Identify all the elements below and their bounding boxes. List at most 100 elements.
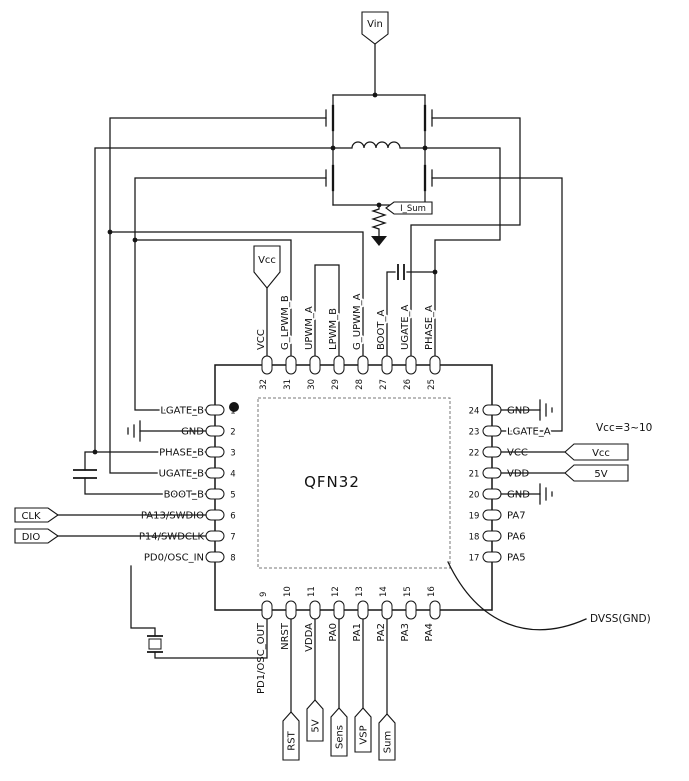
wire <box>84 451 207 471</box>
junction-dot <box>372 92 378 98</box>
pin-number: 14 <box>379 586 389 597</box>
5v-bottom-flag-label: 5V <box>311 719 322 732</box>
pin-label: PA6 <box>507 532 526 543</box>
pin-stub <box>482 425 502 437</box>
pin-stub <box>261 600 273 620</box>
pin-label: PHASE_B <box>159 448 204 459</box>
pin-label: UGATE_B <box>159 469 205 480</box>
rst-flag <box>282 711 300 761</box>
pin-number: 7 <box>230 533 235 543</box>
mosfet-low-side-b <box>325 129 335 206</box>
pin-label: PHASE_A <box>424 305 435 350</box>
bootstrap-cap-b <box>73 469 97 479</box>
pin-stub <box>205 530 225 542</box>
vin-flag <box>361 11 389 45</box>
pin-number: 11 <box>307 586 317 597</box>
vcc-flag <box>253 245 281 289</box>
5v-right-flag <box>564 464 629 482</box>
pin-number: 20 <box>469 491 480 501</box>
pin-number: 28 <box>355 379 365 390</box>
pin-label: GND <box>507 490 530 501</box>
pin-stub <box>205 488 225 500</box>
pin-number: 21 <box>469 470 480 480</box>
pin-labels: VCC G_LPWM_B UPWM_A LPWM_B G_UPWM_A BOOT… <box>137 292 552 696</box>
isum-flag <box>385 201 433 215</box>
pin-stub <box>482 488 502 500</box>
oscillator <box>130 565 268 659</box>
pin-stub <box>205 425 225 437</box>
pin-stub <box>309 600 321 620</box>
vcc-right-flag <box>564 443 629 461</box>
sens-flag <box>330 707 348 757</box>
mosfet-high-side-a <box>423 94 433 132</box>
wire <box>134 177 327 411</box>
wire <box>134 239 292 357</box>
bottom-flags: RST 5V Sens VSP Sum <box>282 618 396 761</box>
inductor <box>332 141 426 149</box>
pin-number: 17 <box>469 554 480 564</box>
phase-a-wiring <box>386 117 563 432</box>
pin-number: 19 <box>469 512 480 522</box>
pin-stub <box>429 600 441 620</box>
pin-number: 3 <box>230 449 235 459</box>
pin-stub <box>205 446 225 458</box>
pin-label: LGATE_A <box>507 427 551 438</box>
right-connectors: Vcc 5V Vcc=3~10 <box>500 399 652 505</box>
pin-number: 9 <box>259 592 269 597</box>
pin-label: PA7 <box>507 511 526 522</box>
pin-stub <box>482 509 502 521</box>
pin-stub <box>429 355 441 375</box>
pin-label: PD0/OSC_IN <box>144 553 204 564</box>
5v-bottom-flag <box>306 699 324 742</box>
junction-dot <box>432 269 438 275</box>
pin-number: 16 <box>427 586 437 597</box>
vcc-right-flag-label: Vcc <box>592 448 610 459</box>
pin-stub <box>381 355 393 375</box>
ground-symbol <box>539 399 553 421</box>
chip-inner-pad <box>257 397 451 569</box>
junction-dot <box>132 237 138 243</box>
pin-stub <box>205 404 225 416</box>
pin-stub <box>482 530 502 542</box>
wire <box>84 477 207 495</box>
pin-label: NRST <box>280 622 291 650</box>
pin-number: 4 <box>230 470 235 480</box>
pin-number: 12 <box>331 586 341 597</box>
dio-tag-label: DIO <box>22 532 41 543</box>
pin-label: LGATE_B <box>160 406 204 417</box>
isum-flag-label: I_Sum <box>400 204 426 214</box>
wire <box>109 117 327 474</box>
pin-label: VDDA <box>304 623 315 652</box>
chip-body <box>214 364 493 611</box>
pin-number: 30 <box>307 379 317 390</box>
pin-label: UGATE_A <box>400 304 411 350</box>
chip-name: QFN32 <box>304 473 360 491</box>
mosfet-low-side-a <box>423 129 433 206</box>
pin-stub <box>333 355 345 375</box>
wire <box>424 147 501 357</box>
wire <box>130 565 156 637</box>
pin-number: 10 <box>283 586 293 597</box>
dvss-annotation: DVSS(GND) <box>447 561 651 631</box>
ground-symbol <box>539 483 553 505</box>
5v-right-flag-label: 5V <box>594 469 607 480</box>
pin-number: 1 <box>230 407 235 417</box>
pin-label: GND <box>507 406 530 417</box>
ground-symbol <box>127 420 141 442</box>
pin-label: PA3 <box>400 623 411 642</box>
pin-label: VCC <box>256 329 267 350</box>
vin-flag-label: Vin <box>367 19 383 30</box>
pin-stub <box>205 551 225 563</box>
vsp-flag-label: VSP <box>359 725 370 744</box>
pin-stub <box>205 509 225 521</box>
wire <box>109 231 364 357</box>
left-connectors: CLK DIO <box>14 420 207 544</box>
pin-stub <box>405 355 417 375</box>
pin-label: G_UPWM_A <box>352 293 363 350</box>
pin-number: 32 <box>259 379 269 390</box>
pin1-dot <box>229 402 239 412</box>
pin-stub <box>261 355 273 375</box>
wire <box>386 271 436 357</box>
wire <box>94 147 334 453</box>
crystal-plates <box>147 635 163 653</box>
